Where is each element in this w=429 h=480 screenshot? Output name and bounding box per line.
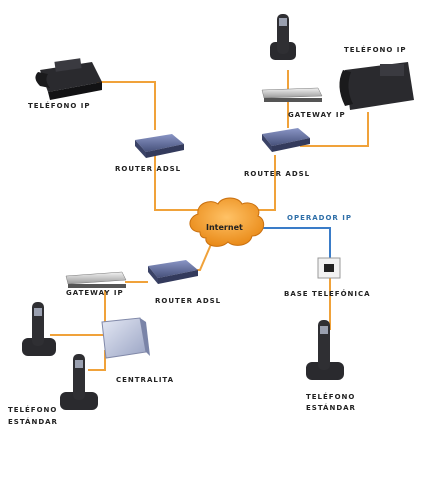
connection-lines <box>50 70 369 371</box>
label-router-bottom: Router ADSL <box>155 297 222 305</box>
link-phone-mid-pbx <box>88 350 106 371</box>
gateway-top-icon <box>261 87 323 102</box>
link-internet-router-bottom <box>195 241 213 271</box>
cordless-phone-bottom-mid-icon <box>60 354 98 410</box>
link-router-left-internet <box>154 152 205 211</box>
ip-phone-right-icon <box>339 62 414 110</box>
label-centralita: Centralita <box>116 376 175 384</box>
ip-phone-top-left-icon <box>35 58 102 100</box>
link-router-right-internet <box>248 155 276 211</box>
router-top-left-icon <box>135 134 184 158</box>
label-internet: Internet <box>206 223 243 232</box>
cordless-phone-top-icon <box>270 14 296 60</box>
pbx-centralita-icon <box>101 317 150 359</box>
label-std-phone-right-2: Estándar <box>306 404 356 412</box>
cordless-phone-bottom-left-icon <box>22 302 56 356</box>
label-operator-ip: Operador IP <box>287 214 352 222</box>
label-gateway-bottom: Gateway IP <box>66 289 124 297</box>
label-gateway-top: Gateway IP <box>288 111 346 119</box>
router-top-right-icon <box>262 128 310 152</box>
label-std-phone-left-1: Teléfono <box>8 406 58 414</box>
internet-cloud <box>189 197 265 247</box>
label-std-phone-left-2: Estándar <box>8 418 58 426</box>
link-internet-operator <box>260 227 331 258</box>
label-std-phone-right-1: Teléfono <box>306 393 356 401</box>
gateway-bottom-icon <box>65 271 127 288</box>
label-ip-phone-right: Teléfono IP <box>344 46 407 54</box>
label-base-telefonica: Base Telefónica <box>284 290 371 298</box>
link-ipphone-left-router <box>95 81 156 130</box>
link-ipphone-right-router <box>300 112 369 147</box>
label-ip-phone-left: Teléfono IP <box>28 102 91 110</box>
cordless-phone-bottom-right-icon <box>306 320 344 380</box>
label-router-top-left: Router ADSL <box>115 165 182 173</box>
router-bottom-icon <box>148 260 198 284</box>
label-router-top-right: Router ADSL <box>244 170 311 178</box>
phone-base-socket-icon <box>317 257 341 279</box>
